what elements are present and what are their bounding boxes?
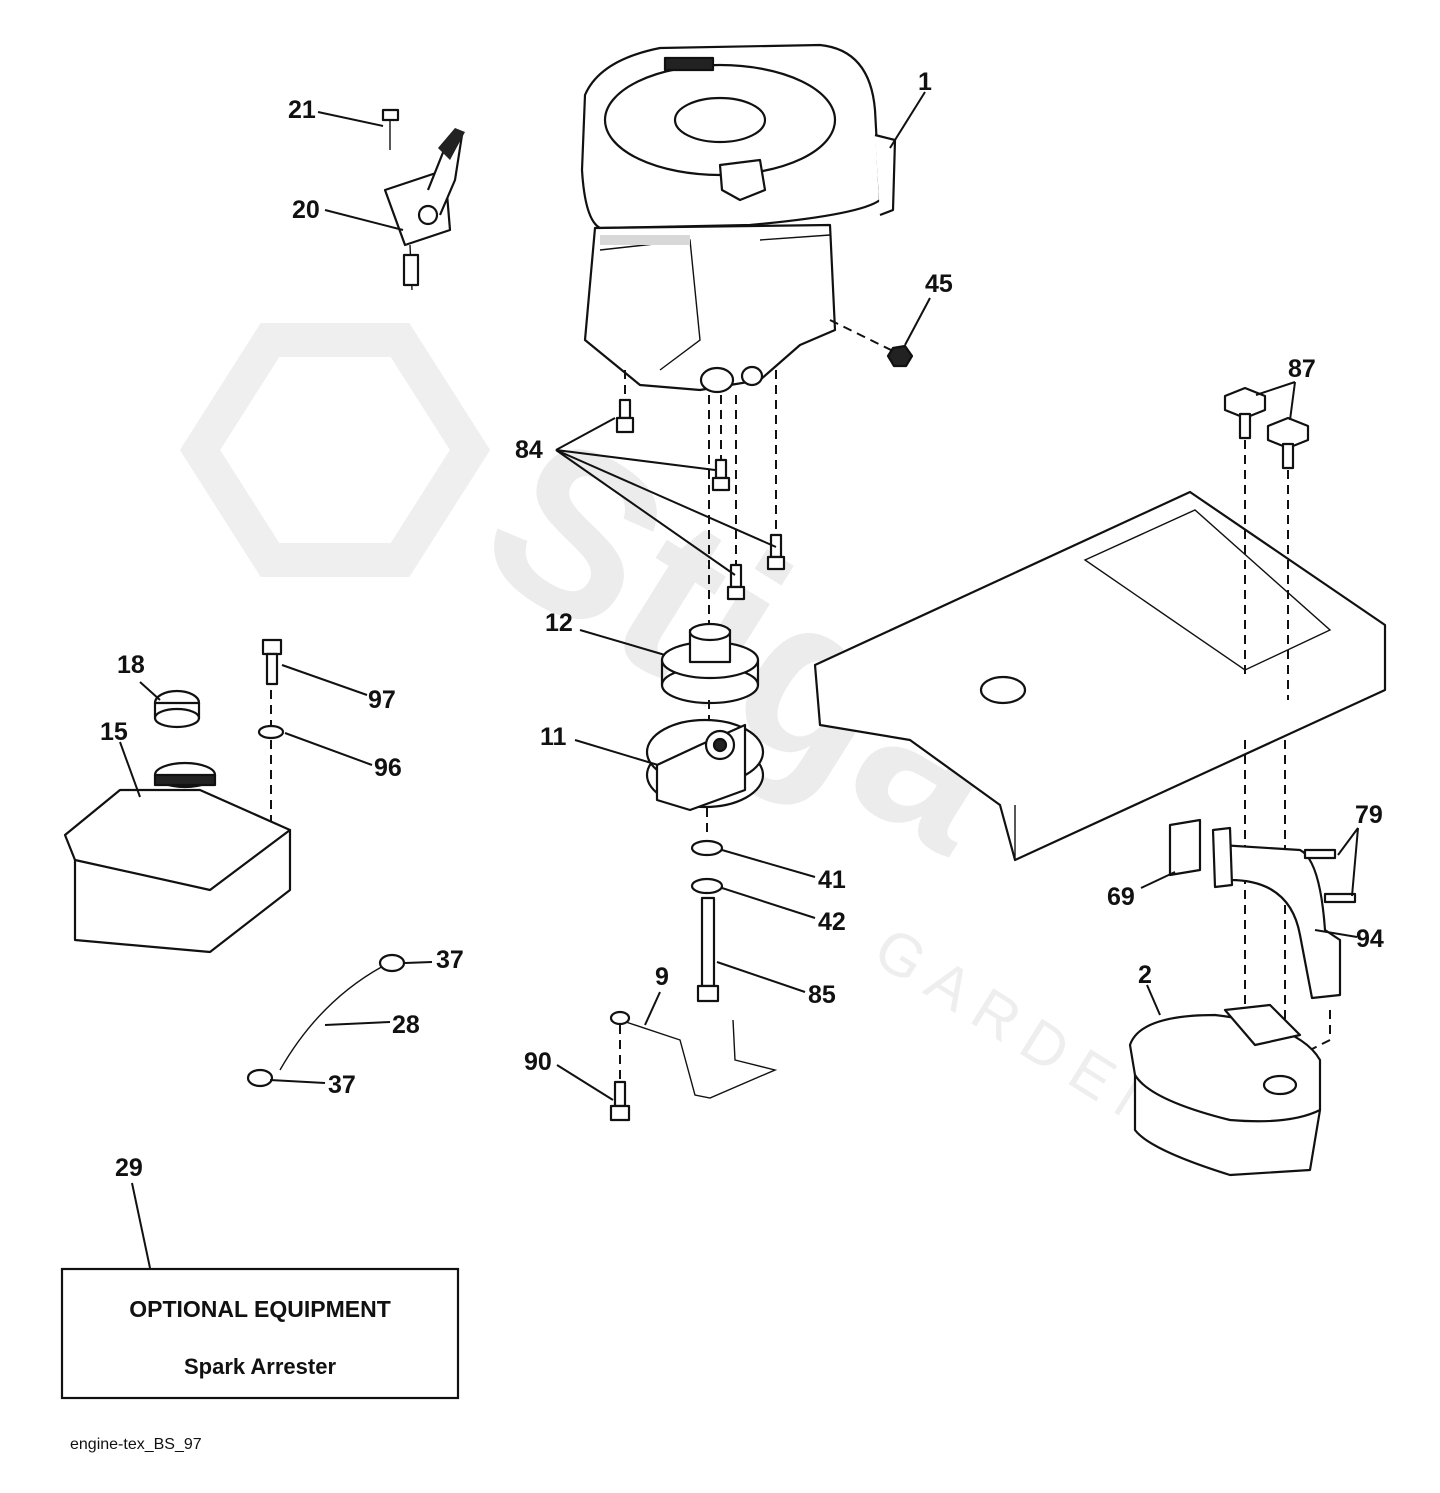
callout-37-top: 37: [436, 946, 464, 974]
screw-washer-97-96: [257, 638, 285, 850]
callout-97: 97: [368, 686, 396, 714]
pulley-part-12: [660, 395, 760, 705]
washers-and-bolt: [690, 808, 724, 1003]
callout-18: 18: [117, 651, 145, 679]
callout-21: 21: [288, 96, 316, 124]
chassis-frame: [813, 490, 1387, 862]
callout-69: 69: [1107, 883, 1135, 911]
callout-42: 42: [818, 908, 846, 936]
spark-arrester-label: Spark Arrester: [184, 1354, 336, 1379]
nut-part-45: [829, 319, 914, 368]
callout-15: 15: [100, 718, 128, 746]
callout-29: 29: [115, 1154, 143, 1182]
watermark-logo-icon: [179, 323, 491, 577]
engine-part-1: [580, 43, 897, 394]
leader-lines: [119, 91, 1359, 1269]
exhaust-parts: [1168, 818, 1357, 1061]
callout-2: 2: [1138, 961, 1152, 989]
fuel-line-parts: [246, 953, 406, 1088]
callout-90: 90: [524, 1048, 552, 1076]
callout-96: 96: [374, 754, 402, 782]
callout-94: 94: [1356, 925, 1384, 953]
callout-28: 28: [392, 1011, 420, 1039]
diagram-code: engine-tex_BS_97: [70, 1436, 202, 1453]
callout-41: 41: [818, 866, 846, 894]
callout-1: 1: [918, 68, 932, 96]
clutch-part-11: [645, 700, 765, 812]
optional-equipment-title: OPTIONAL EQUIPMENT: [129, 1296, 391, 1322]
throttle-control-parts: [381, 108, 465, 291]
callout-85: 85: [808, 981, 836, 1009]
optional-equipment-box: OPTIONAL EQUIPMENT Spark Arrester: [60, 1267, 460, 1400]
fuel-tank-part-15: [63, 761, 292, 954]
flange-bolts-part-87: [1223, 386, 1310, 1030]
callout-84: 84: [515, 436, 543, 464]
callout-37-bottom: 37: [328, 1071, 356, 1099]
callout-11: 11: [540, 723, 567, 751]
bracket-part-9: [609, 1010, 778, 1122]
callout-12: 12: [545, 609, 573, 637]
callout-9: 9: [655, 963, 669, 991]
callout-20: 20: [292, 196, 320, 224]
callout-79: 79: [1355, 801, 1383, 829]
callout-45: 45: [925, 270, 953, 298]
muffler-part-2: [1128, 1003, 1322, 1177]
fuel-cap-part-18: [153, 689, 201, 729]
callouts: 1 21 20 45 87 84 12 18 97 15 96 11 41 42…: [100, 68, 1384, 1182]
callout-87: 87: [1288, 355, 1316, 383]
